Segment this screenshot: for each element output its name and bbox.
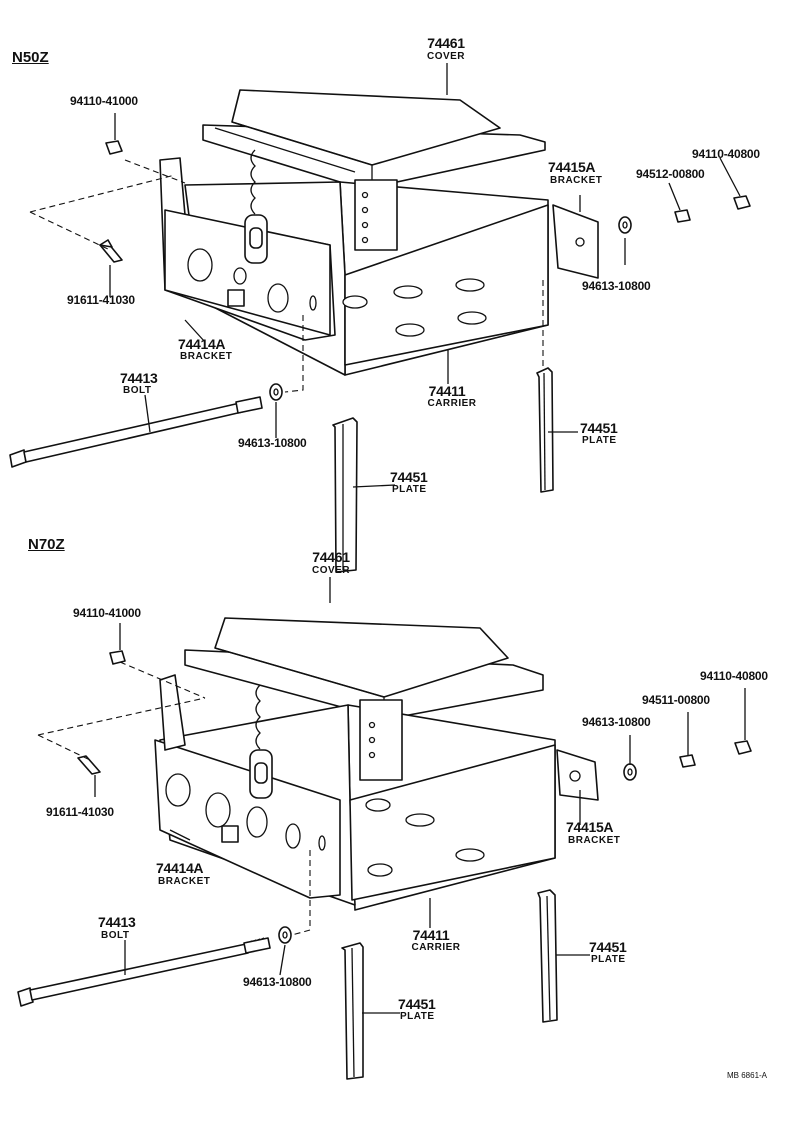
- n70z-carrier-number: 74411: [412, 927, 450, 943]
- n70z-washer-right-number: 94613-10800: [582, 715, 651, 729]
- n50z-bracket-right: [552, 204, 599, 279]
- n50z-nut-right-number: 94110-40800: [692, 147, 760, 161]
- n50z-carrier-name: CARRIER: [427, 398, 477, 409]
- n70z-cover: [184, 617, 544, 721]
- n70z-bracket-left: [154, 674, 341, 899]
- n70z-cover-name: COVER: [311, 565, 351, 576]
- n50z-bracket-left-number: 74414A: [178, 336, 226, 352]
- n50z-bracket-right-number: 74415A: [548, 159, 596, 175]
- n50z-bolt-number: 74413: [120, 370, 158, 386]
- n70z-bolt-small-number: 91611-41030: [46, 805, 114, 819]
- n70z-nut-right-number: 94110-40800: [700, 669, 768, 683]
- n50z-washer-right-number: 94613-10800: [582, 279, 651, 293]
- n50z-cover-name: COVER: [426, 51, 466, 62]
- section-title-n70z: N70Z: [28, 536, 65, 553]
- n70z-plates: [341, 889, 558, 1080]
- n50z-plate-rear-name: PLATE: [582, 435, 617, 446]
- reference-code: MB 6861-A: [727, 1071, 768, 1080]
- n50z-latch: [244, 149, 268, 264]
- n70z-nut-left-number: 94110-41000: [73, 606, 141, 620]
- n50z-cover: [202, 89, 546, 191]
- n50z-plate-front-number: 74451: [390, 469, 428, 485]
- n70z-bracket-right-name: BRACKET: [568, 835, 621, 846]
- n70z-latch: [249, 684, 273, 799]
- n70z-bolt-number: 74413: [98, 914, 136, 930]
- n50z-bracket-left-name: BRACKET: [180, 351, 233, 362]
- n70z-washer-spring-number: 94511-00800: [642, 693, 710, 707]
- n70z-assembly: [17, 577, 752, 1080]
- n50z-carrier-number: 74411: [428, 383, 466, 399]
- n70z-washer-left-number: 94613-10800: [243, 975, 312, 989]
- n50z-cover-number: 74461: [427, 35, 465, 51]
- n70z-carrier-name: CARRIER: [411, 942, 461, 953]
- n70z-bolt-name: BOLT: [101, 930, 130, 941]
- n70z-hardware: [77, 650, 752, 944]
- n50z-bolt-small-number: 91611-41030: [67, 293, 135, 307]
- n70z-bracket-left-name: BRACKET: [158, 876, 211, 887]
- n50z-plates: [332, 367, 554, 573]
- n70z-bracket-right: [556, 749, 599, 801]
- section-title-n50z: N50Z: [12, 49, 49, 66]
- n50z-bolt: [9, 396, 263, 468]
- n50z-washer-left-number: 94613-10800: [238, 436, 307, 450]
- n50z-assembly: [9, 63, 751, 573]
- n70z-plate-front-number: 74451: [398, 996, 436, 1012]
- n70z-bracket-left-number: 74414A: [156, 860, 204, 876]
- n70z-plate-rear-number: 74451: [589, 939, 627, 955]
- n50z-bolt-name: BOLT: [123, 385, 152, 396]
- n50z-bracket-right-name: BRACKET: [550, 175, 603, 186]
- n70z-plate-rear-name: PLATE: [591, 954, 626, 965]
- n70z-cover-number: 74461: [312, 549, 350, 565]
- n50z-washer-spring-number: 94512-00800: [636, 167, 705, 181]
- n50z-plate-front-name: PLATE: [392, 484, 427, 495]
- n70z-bolt: [17, 937, 271, 1007]
- n50z-nut-left-number: 94110-41000: [70, 94, 138, 108]
- n50z-plate-rear-number: 74451: [580, 420, 618, 436]
- n70z-plate-front-name: PLATE: [400, 1011, 435, 1022]
- n70z-bracket-right-number: 74415A: [566, 819, 614, 835]
